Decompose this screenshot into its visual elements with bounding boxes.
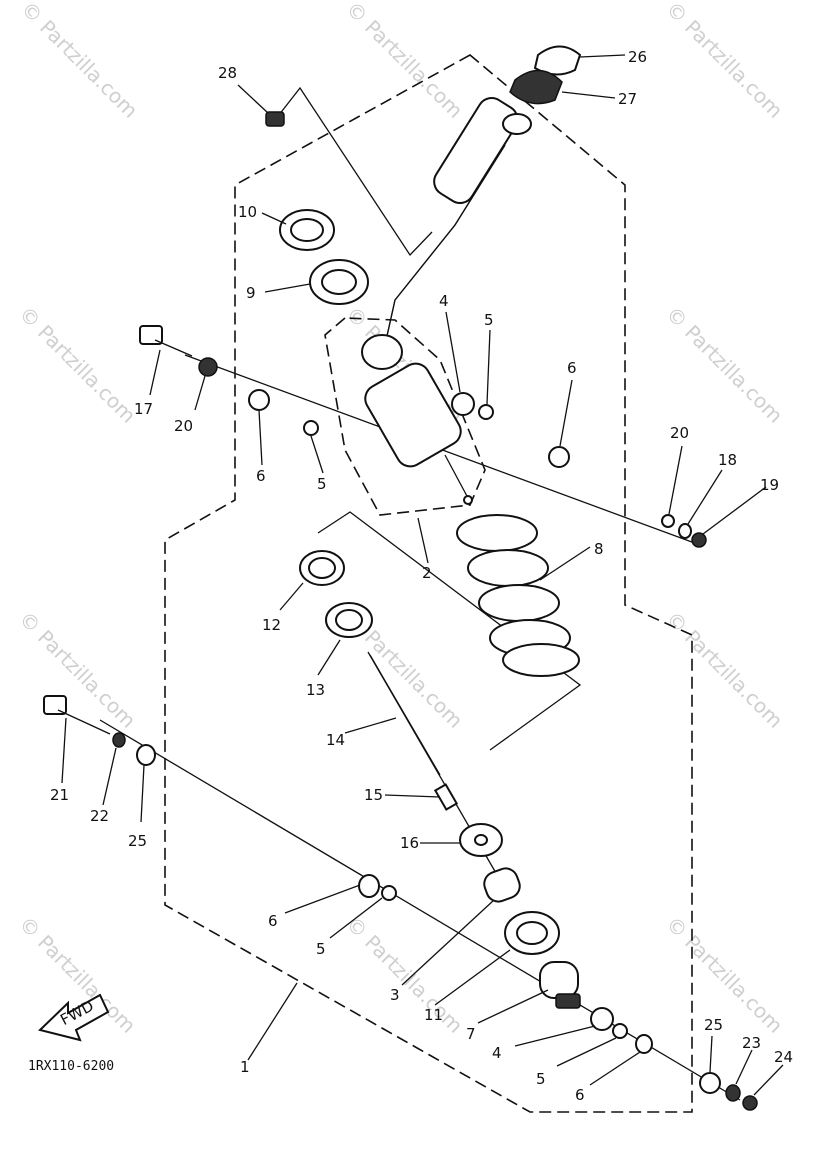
callout-25: 25 (128, 832, 147, 850)
callout-7: 7 (466, 1025, 476, 1043)
callout-22: 22 (90, 807, 109, 825)
callout-17: 17 (134, 400, 153, 418)
callout-20: 20 (174, 417, 193, 435)
collar-icon (635, 1034, 653, 1054)
bushing-icon (590, 1007, 614, 1031)
callout-6: 6 (575, 1086, 585, 1104)
damper-body-icon (361, 334, 473, 505)
callout-3: 3 (390, 986, 400, 1004)
callout-12: 12 (262, 616, 281, 634)
callout-23: 23 (742, 1034, 761, 1052)
callout-27: 27 (618, 90, 637, 108)
collar-icon (548, 446, 570, 468)
callout-1: 1 (240, 1058, 250, 1076)
washer-icon (661, 514, 675, 528)
ring-icon (509, 69, 563, 105)
washer-icon (136, 744, 156, 766)
watermark-text: © Partzilla.com (661, 302, 787, 428)
collar-icon (248, 389, 270, 411)
watermark-text: © Partzilla.com (14, 302, 140, 428)
spring-icon (456, 514, 580, 677)
nut-icon (198, 357, 218, 377)
callout-2: 2 (422, 564, 432, 582)
collar-icon (358, 874, 380, 898)
nut-icon (112, 732, 126, 748)
callout-26: 26 (628, 48, 647, 66)
callout-24: 24 (774, 1048, 793, 1066)
callout-6: 6 (256, 467, 266, 485)
bolt-icon (139, 325, 193, 357)
lock-ring-icon (279, 209, 335, 251)
nut-icon (742, 1095, 758, 1111)
callout-21: 21 (50, 786, 69, 804)
bump-stop-icon (325, 602, 373, 638)
watermark-text: © Partzilla.com (661, 912, 787, 1038)
diagram-code: 1RX110-6200 (28, 1059, 114, 1074)
spring-seat-icon (299, 550, 345, 586)
bushing-icon (483, 867, 521, 903)
subassembly-2-boundary (324, 317, 486, 516)
callout-20: 20 (670, 424, 689, 442)
callout-11: 11 (424, 1006, 443, 1024)
callout-10: 10 (238, 203, 257, 221)
callout-5: 5 (317, 475, 327, 493)
adjuster-ring-icon (309, 259, 369, 305)
callout-8: 8 (594, 540, 604, 558)
nut-icon (678, 523, 692, 539)
watermark-text: © Partzilla.com (14, 607, 140, 733)
washer-icon (478, 404, 494, 420)
seal-icon (504, 911, 560, 955)
callout-19: 19 (760, 476, 779, 494)
callout-5: 5 (536, 1070, 546, 1088)
piston-rod-icon (369, 654, 441, 776)
callout-labels: 26 27 28 10 9 4 5 6 17 20 6 5 20 18 19 2… (50, 48, 793, 1104)
washer-icon (303, 420, 319, 436)
watermark-text: © Partzilla.com (16, 0, 142, 123)
clevis-icon (539, 961, 581, 1009)
callout-9: 9 (246, 284, 256, 302)
callout-28-bracket (274, 86, 433, 257)
callout-14: 14 (326, 731, 345, 749)
fwd-arrow-icon: FWD (38, 993, 110, 1042)
callout-16: 16 (400, 834, 419, 852)
callout-6: 6 (268, 912, 278, 930)
assembly-boundary (164, 54, 693, 1113)
nut-icon (725, 1084, 741, 1102)
lower-bolt-axis (99, 719, 741, 1101)
valve-cap-icon (265, 111, 285, 127)
callout-6: 6 (567, 359, 577, 377)
callout-18: 18 (718, 451, 737, 469)
leader-lines (61, 54, 784, 1096)
callout-25: 25 (704, 1016, 723, 1034)
callout-5: 5 (316, 940, 326, 958)
washer-icon (381, 885, 397, 901)
callout-5: 5 (484, 311, 494, 329)
spring-group-bracket (317, 511, 582, 751)
nut-icon (691, 532, 707, 548)
plate-washer-icon (459, 823, 503, 857)
callout-28: 28 (218, 64, 237, 82)
callout-15: 15 (364, 786, 383, 804)
spacer-icon (433, 783, 459, 811)
callout-13: 13 (306, 681, 325, 699)
reservoir-icon (384, 97, 532, 346)
washer-icon (612, 1023, 628, 1039)
bushing-icon (451, 392, 475, 416)
watermark-text: © Partzilla.com (341, 912, 467, 1038)
callout-4: 4 (492, 1044, 502, 1062)
washer-icon (699, 1072, 721, 1094)
lower-bolt-icon (43, 695, 111, 735)
watermark-text: © Partzilla.com (661, 0, 787, 123)
callout-4: 4 (439, 292, 449, 310)
watermark-text: © Partzilla.com (341, 0, 467, 123)
watermark-text: © Partzilla.com (661, 607, 787, 733)
